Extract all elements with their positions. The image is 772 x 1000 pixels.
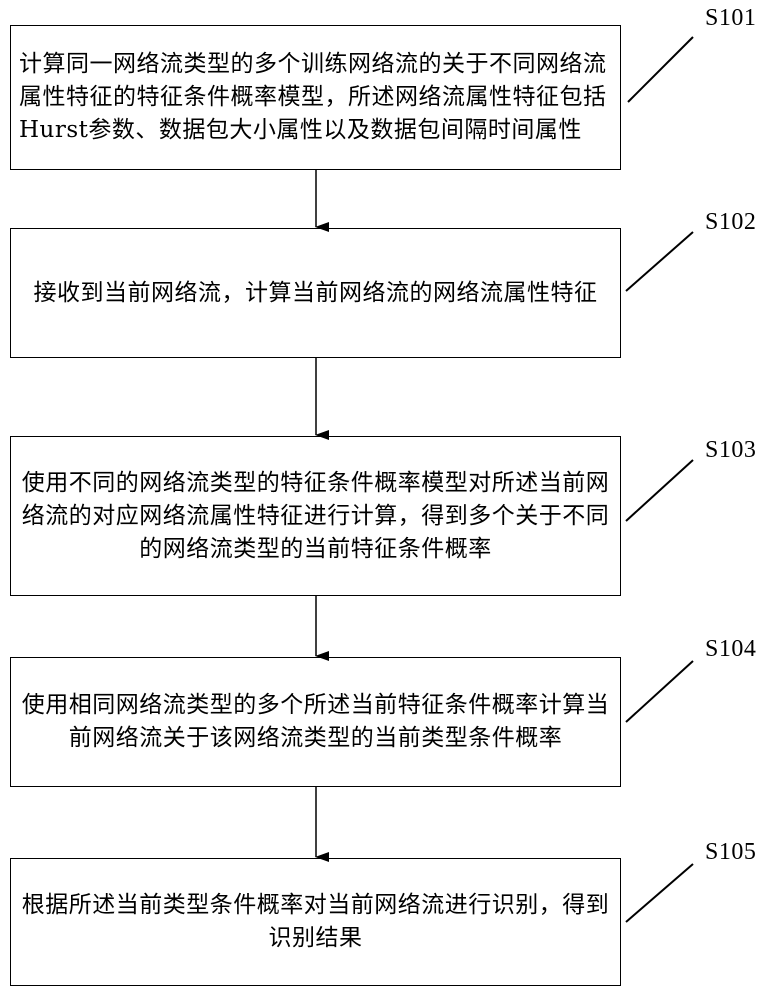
step-text-s101: 计算同一网络流类型的多个训练网络流的关于不同网络流属性特征的特征条件概率模型，所… (19, 51, 607, 143)
step-text-s104: 使用相同网络流类型的多个所述当前特征条件概率计算当前网络流关于该网络流类型的当前… (21, 692, 610, 751)
leader-line-s104 (625, 660, 694, 723)
leader-line-s103 (625, 459, 694, 522)
step-box-s101: 计算同一网络流类型的多个训练网络流的关于不同网络流属性特征的特征条件概率模型，所… (10, 25, 621, 170)
leader-line-s101 (627, 36, 694, 103)
step-label-s103: S103 (705, 437, 757, 463)
leader-line-s105 (625, 863, 694, 923)
step-text-s102: 接收到当前网络流，计算当前网络流的网络流属性特征 (33, 279, 598, 306)
step-box-s103: 使用不同的网络流类型的特征条件概率模型对所述当前网络流的对应网络流属性特征进行计… (10, 436, 621, 596)
leader-line-s102 (625, 231, 694, 292)
step-text-s103: 使用不同的网络流类型的特征条件概率模型对所述当前网络流的对应网络流属性特征进行计… (21, 469, 610, 562)
step-label-s105: S105 (705, 839, 757, 865)
step-box-s104: 使用相同网络流类型的多个所述当前特征条件概率计算当前网络流关于该网络流类型的当前… (10, 657, 621, 787)
step-label-s102: S102 (705, 209, 757, 235)
step-label-s104: S104 (705, 636, 757, 662)
step-text-s105: 根据所述当前类型条件概率对当前网络流进行识别，得到识别结果 (21, 892, 610, 951)
step-label-s101: S101 (705, 5, 757, 31)
step-box-s102: 接收到当前网络流，计算当前网络流的网络流属性特征 (10, 228, 621, 358)
step-box-s105: 根据所述当前类型条件概率对当前网络流进行识别，得到识别结果 (10, 858, 621, 986)
